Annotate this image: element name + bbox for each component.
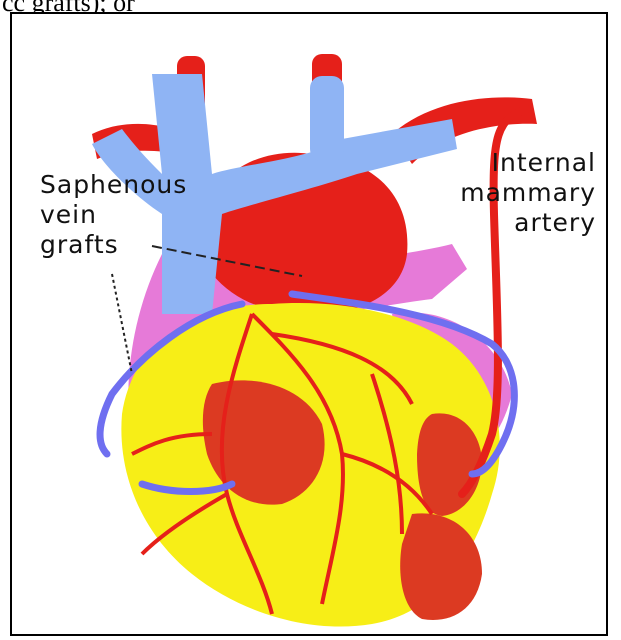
label-saphenous-vein-grafts: Saphenous vein grafts bbox=[40, 170, 187, 260]
label-line-mammary: mammary bbox=[460, 178, 596, 208]
label-line-artery: artery bbox=[460, 208, 596, 238]
figure-frame: Saphenous vein grafts Internal mammary a… bbox=[10, 12, 608, 636]
label-line-vein: vein bbox=[40, 200, 187, 230]
vena-cava-upper bbox=[310, 76, 344, 161]
label-line-internal: Internal bbox=[460, 148, 596, 178]
label-internal-mammary-artery: Internal mammary artery bbox=[460, 148, 596, 238]
label-line-saphenous: Saphenous bbox=[40, 170, 187, 200]
saphenous-leader-dotted bbox=[112, 274, 132, 374]
label-line-grafts: grafts bbox=[40, 230, 187, 260]
heart-illustration bbox=[12, 14, 608, 636]
